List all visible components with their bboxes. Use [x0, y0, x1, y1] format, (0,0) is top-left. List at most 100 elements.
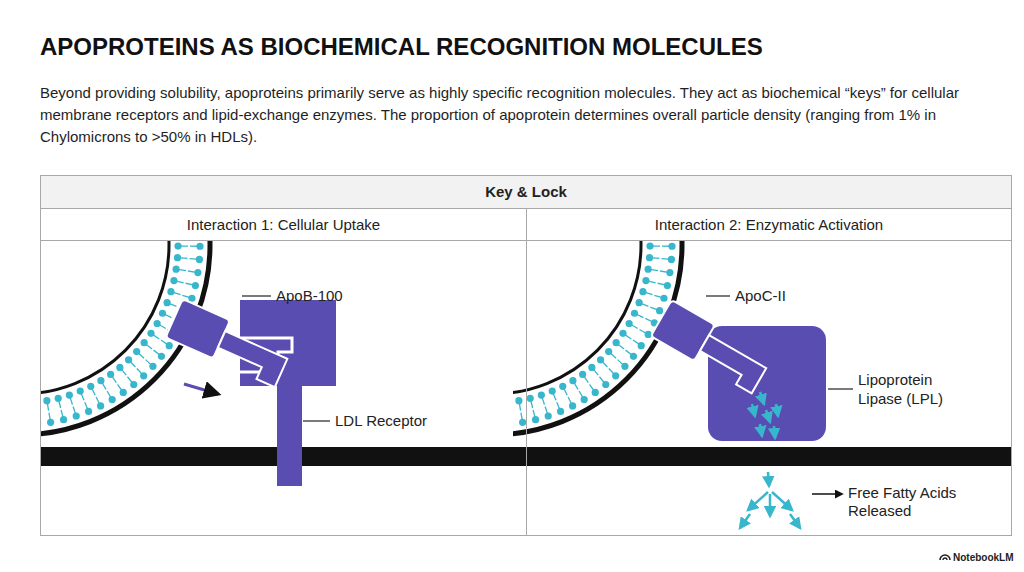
lipid-head	[646, 243, 653, 250]
lipid-head	[125, 356, 132, 363]
lipid-head	[668, 243, 675, 250]
lipid-head	[196, 256, 203, 263]
column-heading: Interaction 2: Enzymatic Activation	[527, 209, 1011, 241]
column-panel: Interaction 1: Cellular Uptake	[41, 209, 527, 535]
lipid-head	[597, 356, 604, 363]
part-label: Free Fatty Acids Released	[848, 484, 998, 520]
lipid-head	[174, 254, 181, 261]
approach-arrow	[184, 384, 218, 394]
intro-paragraph: Beyond providing solubility, apoproteins…	[40, 82, 995, 148]
lipid-head	[668, 256, 675, 263]
lipid-head	[97, 377, 104, 384]
lipid-head	[166, 342, 173, 349]
lipid-head	[639, 288, 646, 295]
lipid-head	[538, 391, 545, 398]
lipid-head	[47, 419, 54, 426]
lipid-head	[85, 408, 92, 415]
lipid-head	[588, 364, 595, 371]
lipid-head	[545, 412, 552, 419]
lipid-head	[97, 402, 104, 409]
lipid-head	[133, 348, 140, 355]
apob100-shape	[165, 299, 292, 387]
lipid-head	[646, 254, 653, 261]
lipid-head	[141, 339, 148, 346]
lipid-head	[645, 266, 652, 273]
lipid-head	[642, 277, 649, 284]
lipid-head	[527, 395, 534, 402]
lipid-head	[173, 266, 180, 273]
lipid-head	[581, 396, 588, 403]
lipid-head	[656, 307, 663, 314]
lipid-head	[55, 395, 62, 402]
part-label: Lipoprotein Lipase (LPL)	[858, 370, 970, 408]
lipid-head	[569, 377, 576, 384]
lipid-head	[87, 383, 94, 390]
part-label: LDL Receptor	[335, 412, 475, 430]
lipid-head	[664, 282, 671, 289]
apocii-shape	[651, 300, 772, 394]
lipid-head	[557, 408, 564, 415]
lipid-head	[174, 243, 181, 250]
lipid-head	[513, 421, 514, 428]
leader-lines	[242, 296, 853, 421]
ldl-receptor-shape	[240, 300, 336, 486]
lipid-head	[621, 363, 628, 370]
fatty-acid-arrows	[740, 392, 800, 528]
lipid-head	[66, 391, 73, 398]
lipid-head	[592, 389, 599, 396]
lipid-head	[645, 331, 652, 338]
membrane-outline	[513, 241, 641, 394]
lipid-head	[613, 339, 620, 346]
lipid-head	[188, 295, 195, 302]
lipid-head	[612, 372, 619, 379]
lipid-head	[626, 320, 633, 327]
lipid-head	[140, 372, 147, 379]
lipid-head	[167, 288, 174, 295]
table-heading: Key & Lock	[41, 176, 1011, 209]
lipid-head	[164, 299, 171, 306]
lipid-head	[60, 416, 67, 423]
lipid-head	[159, 310, 166, 317]
lipid-head	[559, 383, 566, 390]
membrane-outline	[41, 241, 169, 394]
lipid-head	[602, 381, 609, 388]
lipid-head	[192, 282, 199, 289]
lipid-head	[147, 330, 154, 337]
lipid-head	[569, 402, 576, 409]
lipid-head	[170, 277, 177, 284]
lipid-head	[636, 299, 643, 306]
lpl-shape	[708, 326, 826, 441]
lipid-head	[43, 397, 50, 404]
lipid-head	[120, 389, 127, 396]
lipid-head	[515, 397, 522, 404]
cell-membrane	[41, 447, 1011, 466]
column-heading: Interaction 1: Cellular Uptake	[41, 209, 526, 241]
watermark-icon	[940, 555, 950, 560]
lipid-head	[194, 269, 201, 276]
lipid-head	[109, 396, 116, 403]
lipid-head	[638, 342, 645, 349]
lipid-head	[630, 353, 637, 360]
table-panel: Key & LockInteraction 1: Cellular Uptake…	[40, 175, 1012, 536]
lipid-head	[154, 320, 161, 327]
release-arrow	[812, 493, 842, 495]
lipid-head	[107, 371, 114, 378]
lipid-head	[149, 363, 156, 370]
title: APOPROTEINS AS BIOCHEMICAL RECOGNITION M…	[40, 33, 1000, 61]
lipid-head	[77, 387, 84, 394]
lipid-head	[158, 353, 165, 360]
lipid-head	[631, 310, 638, 317]
lipid-head	[579, 371, 586, 378]
lipid-head	[73, 412, 80, 419]
lipid-head	[130, 381, 137, 388]
lipid-head	[196, 243, 203, 250]
lipid-head	[116, 364, 123, 371]
lipid-head	[519, 419, 526, 426]
lipid-head	[41, 421, 42, 428]
lipid-head	[666, 269, 673, 276]
lipid-head	[619, 330, 626, 337]
lipid-head	[660, 295, 667, 302]
part-label: ApoB-100	[276, 287, 386, 305]
watermark: NotebookLM	[953, 551, 1019, 564]
